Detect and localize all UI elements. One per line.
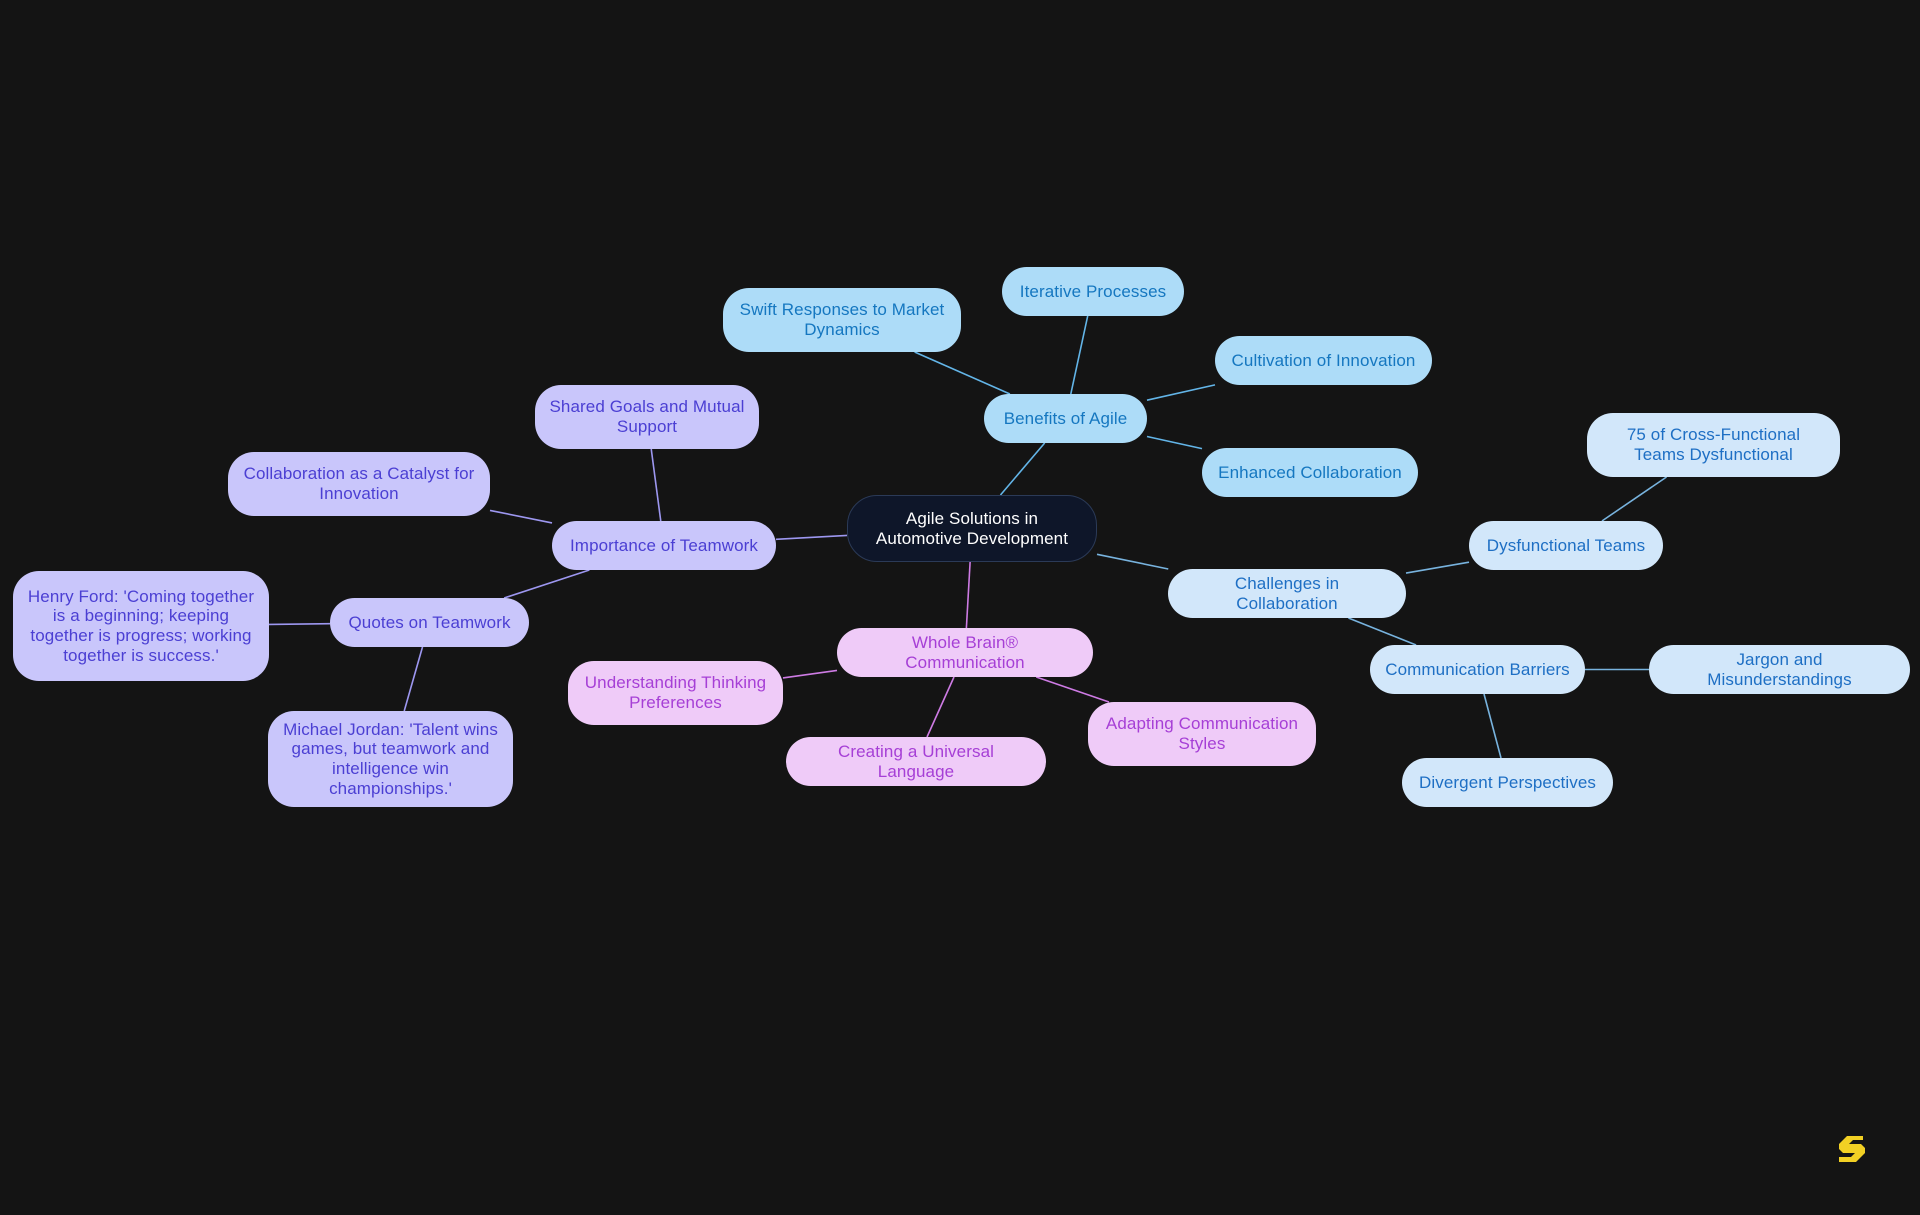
mindmap-node-label: Henry Ford: 'Coming together is a beginn… <box>27 586 255 665</box>
mindmap-node-label: Swift Responses to Market Dynamics <box>739 300 945 339</box>
mindmap-node-challenges-in-collaboration[interactable]: Challenges in Collaboration <box>1168 569 1406 618</box>
mindmap-edge-dysfunctional-teams-to-75-of-cross-functional-teams-dysfunctional <box>1601 476 1667 522</box>
mindmap-edge-benefits-of-agile-to-enhanced-collaboration <box>1146 435 1203 450</box>
mindmap-node-label: Divergent Perspectives <box>1419 772 1596 792</box>
mindmap-node-label: Collaboration as a Catalyst for Innovati… <box>243 464 475 503</box>
mindmap-node-label: Michael Jordan: 'Talent wins games, but … <box>283 719 498 798</box>
mindmap-node-label: Benefits of Agile <box>1003 408 1128 428</box>
mindmap-node-label: Whole Brain® Communication <box>905 632 1025 672</box>
mindmap-node-quotes-on-teamwork[interactable]: Quotes on Teamwork <box>330 598 529 647</box>
mindmap-edge-importance-of-teamwork-to-quotes-on-teamwork <box>503 569 590 599</box>
mindmap-edge-root-to-challenges-in-collaboration <box>1096 553 1169 570</box>
mindmap-node-label: Understanding Thinking Preferences <box>584 673 767 712</box>
mindmap-edge-root-to-benefits-of-agile <box>999 442 1046 496</box>
mindmap-node-henry-ford-quote[interactable]: Henry Ford: 'Coming together is a beginn… <box>13 571 269 681</box>
mindmap-node-benefits-of-agile[interactable]: Benefits of Agile <box>984 394 1147 443</box>
mindmap-node-shared-goals-and-mutual-support[interactable]: Shared Goals and Mutual Support <box>535 385 759 449</box>
mindmap-node-collaboration-as-a-catalyst-for-innovation[interactable]: Collaboration as a Catalyst for Innovati… <box>228 452 490 516</box>
mindmap-node-dysfunctional-teams[interactable]: Dysfunctional Teams <box>1469 521 1663 570</box>
mindmap-edge-benefits-of-agile-to-cultivation-of-innovation <box>1146 384 1216 401</box>
mindmap-node-jargon-and-misunderstandings[interactable]: Jargon and Misunderstandings <box>1649 645 1910 694</box>
mindmap-edge-quotes-on-teamwork-to-michael-jordan-quote <box>403 646 424 712</box>
mindmap-node-root[interactable]: Agile Solutions in Automotive Developmen… <box>847 495 1097 562</box>
mindmap-edge-importance-of-teamwork-to-collaboration-as-a-catalyst-for-innovation <box>489 509 553 524</box>
mindmap-edge-importance-of-teamwork-to-shared-goals-and-mutual-support <box>650 448 662 522</box>
mindmap-edge-quotes-on-teamwork-to-henry-ford-quote <box>268 622 331 626</box>
mindmap-node-label: Cultivation of Innovation <box>1231 350 1416 370</box>
mindmap-edge-challenges-in-collaboration-to-communication-barriers <box>1348 617 1417 646</box>
mindmap-node-adapting-communication-styles[interactable]: Adapting Communication Styles <box>1088 702 1316 766</box>
mindmap-node-communication-barriers[interactable]: Communication Barriers <box>1370 645 1585 694</box>
mindmap-edge-communication-barriers-to-divergent-perspectives <box>1483 693 1502 759</box>
mindmap-node-understanding-thinking-preferences[interactable]: Understanding Thinking Preferences <box>568 661 783 725</box>
mindmap-edge-whole-brain-communication-to-creating-a-universal-language <box>926 676 955 738</box>
mindmap-node-iterative-processes[interactable]: Iterative Processes <box>1002 267 1184 316</box>
mindmap-node-divergent-perspectives[interactable]: Divergent Perspectives <box>1402 758 1613 807</box>
mindmap-node-75-of-cross-functional-teams-dysfunctional[interactable]: 75 of Cross-Functional Teams Dysfunction… <box>1587 413 1840 477</box>
mindmap-edge-benefits-of-agile-to-swift-responses-to-market-dynamics <box>914 351 1011 395</box>
mindmap-node-label: Importance of Teamwork <box>569 535 759 555</box>
s-logo <box>1839 1136 1865 1162</box>
mindmap-node-label: Quotes on Teamwork <box>348 612 511 632</box>
mindmap-node-creating-a-universal-language[interactable]: Creating a Universal Language <box>786 737 1046 786</box>
mindmap-edge-challenges-in-collaboration-to-dysfunctional-teams <box>1405 561 1470 574</box>
mindmap-edge-whole-brain-communication-to-understanding-thinking-preferences <box>782 669 838 679</box>
mindmap-node-label: Agile Solutions in Automotive Developmen… <box>875 508 1069 548</box>
mindmap-node-label: 75 of Cross-Functional Teams Dysfunction… <box>1626 425 1801 464</box>
mindmap-node-label: Communication Barriers <box>1385 659 1570 679</box>
mindmap-node-label: Enhanced Collaboration <box>1218 462 1402 482</box>
mindmap-node-swift-responses-to-market-dynamics[interactable]: Swift Responses to Market Dynamics <box>723 288 961 352</box>
mindmap-edge-root-to-whole-brain-communication <box>965 561 971 629</box>
mindmap-node-whole-brain-communication[interactable]: Whole Brain® Communication <box>837 628 1093 677</box>
mindmap-node-cultivation-of-innovation[interactable]: Cultivation of Innovation <box>1215 336 1432 385</box>
mindmap-node-label: Creating a Universal Language <box>837 741 994 781</box>
mindmap-edge-whole-brain-communication-to-adapting-communication-styles <box>1035 676 1110 703</box>
mindmap-node-label: Challenges in Collaboration <box>1234 573 1340 613</box>
mindmap-node-enhanced-collaboration[interactable]: Enhanced Collaboration <box>1202 448 1418 497</box>
mindmap-node-label: Jargon and Misunderstandings <box>1707 649 1852 689</box>
mindmap-node-label: Dysfunctional Teams <box>1486 535 1646 555</box>
mindmap-edge-root-to-importance-of-teamwork <box>775 534 848 541</box>
mindmap-edge-benefits-of-agile-to-iterative-processes <box>1070 315 1089 395</box>
mindmap-node-importance-of-teamwork[interactable]: Importance of Teamwork <box>552 521 776 570</box>
mindmap-node-michael-jordan-quote[interactable]: Michael Jordan: 'Talent wins games, but … <box>268 711 513 807</box>
mindmap-node-label: Adapting Communication Styles <box>1105 714 1299 753</box>
mindmap-node-label: Iterative Processes <box>1019 281 1167 301</box>
mindmap-node-label: Shared Goals and Mutual Support <box>549 397 745 436</box>
